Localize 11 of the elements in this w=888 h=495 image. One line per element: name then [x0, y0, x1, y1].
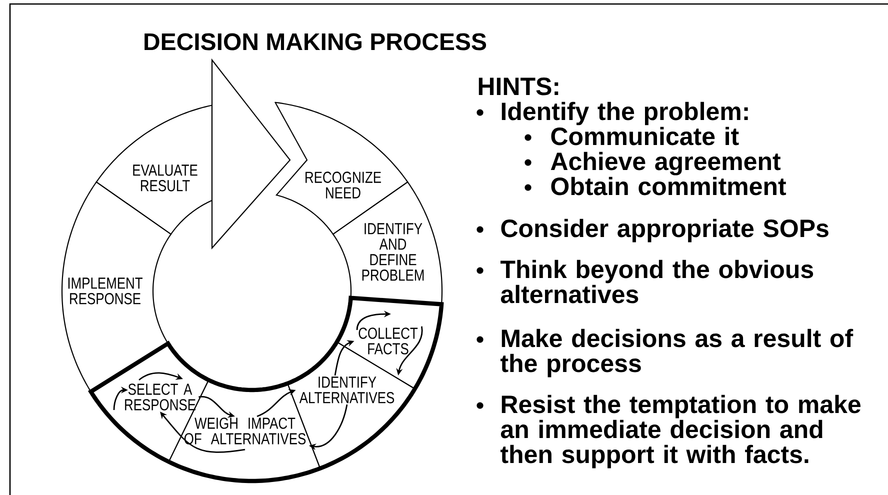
hint-text: Identify the problem: — [502, 102, 748, 126]
hint-text: Resist the temptation to make an immediate decision and then support it with facts. — [500, 394, 860, 468]
hint-text: Achieve agreement — [550, 152, 781, 176]
ring-segment: EVALUATE RESULT — [96, 104, 213, 235]
hint-text: Make decisions as a result of the process — [500, 328, 854, 378]
hint-text: Think beyond the obvious alternatives — [500, 260, 814, 304]
hint-text: Communicate it — [551, 126, 739, 146]
heading: HINTS: — [478, 78, 558, 96]
title: DECISION MAKING PROCESS — [144, 33, 486, 50]
hint-text: Consider appropriate SOPs — [501, 218, 828, 242]
hint-text: Obtain commitment — [551, 176, 786, 196]
